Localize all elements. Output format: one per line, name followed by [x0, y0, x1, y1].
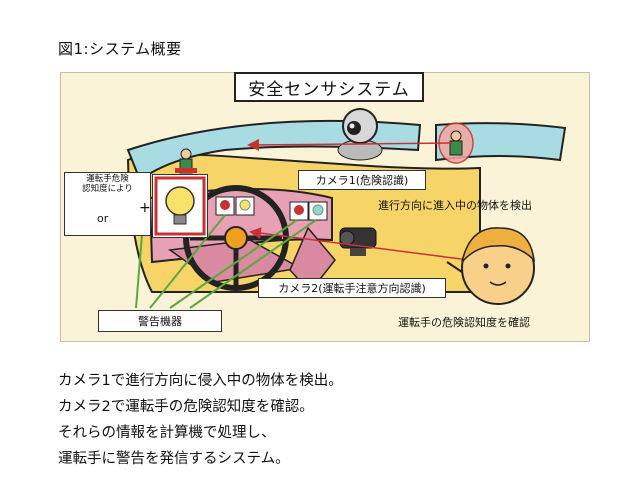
camera2-label: カメラ2(運転手注意方向認識)	[258, 278, 446, 298]
driver-face-icon	[446, 227, 536, 305]
summary-line: それらの情報を計算機で処理し、	[58, 425, 276, 441]
warning-device-label: 警告機器	[98, 310, 222, 332]
siren-icon	[289, 201, 309, 221]
summary-line: カメラ1で進行方向に侵入中の物体を検出。	[58, 373, 343, 389]
plus-text: +	[139, 200, 151, 216]
siren-icon	[215, 196, 235, 216]
pedestrian-icon	[449, 130, 463, 156]
camera-icon	[337, 108, 383, 161]
summary-text: カメラ1で進行方向に侵入中の物体を検出。 カメラ2で運転手の危険認知度を確認。 …	[58, 368, 343, 472]
camera-icon	[339, 227, 377, 256]
camera1-label: カメラ1(危険認識)	[298, 170, 426, 190]
summary-line: 運転手に警告を発信するシステム。	[58, 451, 290, 467]
figure-label: 図1:システム概要	[58, 40, 182, 58]
system-title: 安全センサシステム	[234, 72, 424, 102]
steering-wheel-icon	[183, 185, 289, 291]
driver-awareness-box	[64, 172, 151, 236]
driver-awareness-label: 運転手危険 認知度により	[82, 174, 133, 194]
bulb-icon	[154, 176, 206, 236]
pedestrian-icon	[175, 148, 197, 174]
driver-note: 運転手の危険認知度を確認	[398, 316, 530, 329]
or-text: or	[97, 212, 109, 225]
camera1-note: 進行方向に進入中の物体を検出	[378, 199, 532, 212]
bulb-icon-box	[152, 174, 208, 238]
bulb-icon	[308, 201, 328, 221]
bulb-icon	[235, 196, 255, 216]
summary-line: カメラ2で運転手の危険認知度を確認。	[58, 399, 314, 415]
